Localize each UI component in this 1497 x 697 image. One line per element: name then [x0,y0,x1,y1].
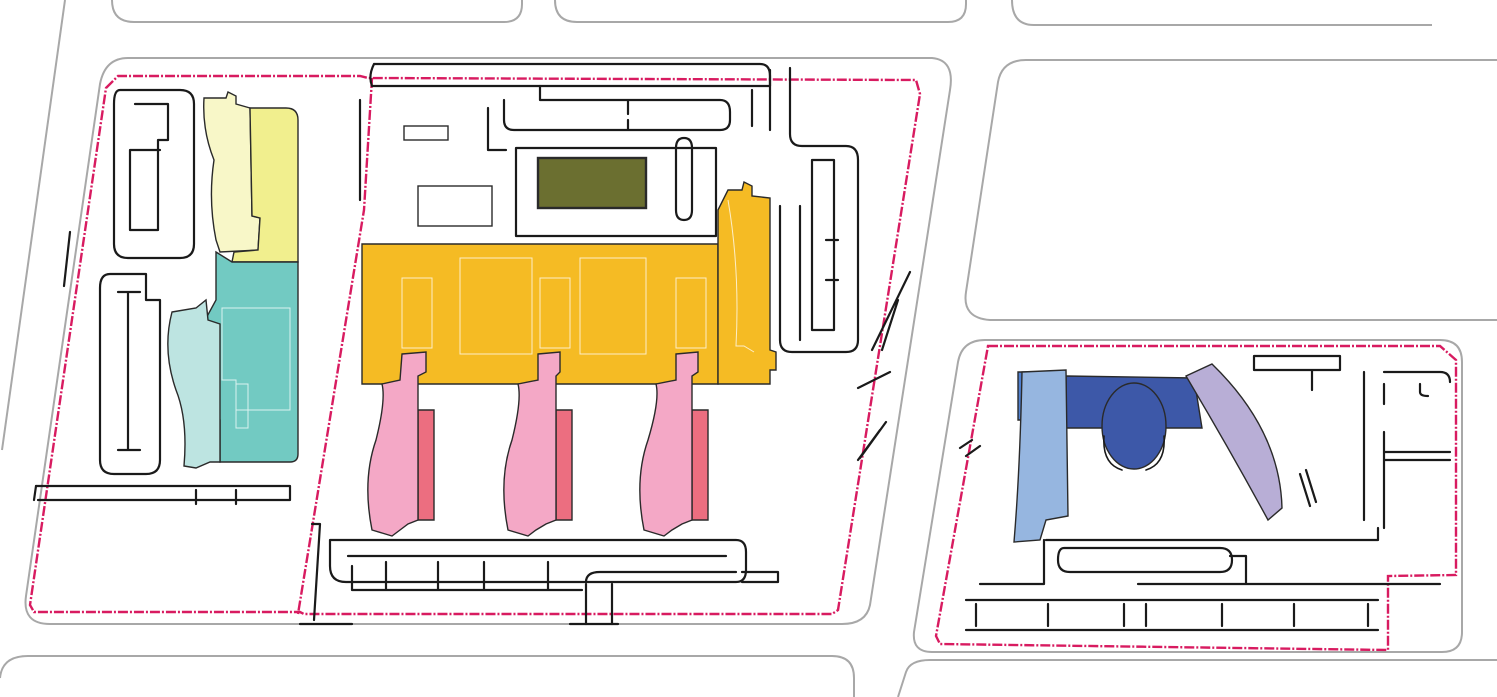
site-boundary-east [934,344,1458,652]
site-boundaries [28,74,1458,652]
east-path-outer [978,526,1442,586]
teal-light-building [167,298,221,469]
central-east-diagonals [740,270,912,584]
podium-room-2 [459,257,533,355]
road-left-edge [1,0,66,451]
west-path-left-spur [32,230,72,502]
site-boundary-divider [296,77,374,615]
internal-paths [32,62,1452,632]
pink-wing-3 [639,351,699,537]
white-outline-building-1 [403,125,449,141]
pink-wing-1-annex [417,409,435,521]
road-block-top-1 [111,0,523,23]
east-path-west [958,438,1318,508]
central-east-ticks [750,68,840,282]
central-loop-east [674,136,694,222]
west-path-loop [112,88,196,260]
west-path-loop-2 [98,272,162,476]
central-north-road [369,62,772,88]
road-block-northeast [964,59,1497,321]
lavender-building [1185,363,1283,522]
blue-dome-ring [1103,435,1165,471]
podium-room-3 [539,277,571,349]
pink-wing-3-annex [691,409,709,521]
orange-tower-outline [727,199,755,353]
podium-room-1 [401,277,433,349]
podium-room-4 [579,257,647,355]
east-path-north [1252,354,1342,392]
central-block-buildings [361,125,777,537]
east-path-loop [1056,546,1234,574]
west-path-inner [128,102,170,232]
west-path-inner-2 [116,290,142,452]
west-path-bottom [34,484,292,506]
orange-podium-inner-outlines [401,257,707,355]
site-boundary-main [28,74,922,616]
teal-building-outline [221,307,291,429]
road-block-east [912,339,1463,653]
pink-wing-2 [503,351,561,537]
blue-light-building [1013,369,1069,543]
road-block-bottom-1 [0,655,855,697]
pink-wing-2-annex [555,409,573,521]
road-block-top-3 [1011,0,1432,26]
central-north-spur [358,98,508,202]
central-south-road [328,538,748,584]
central-parking-loop [514,146,718,238]
central-south-road-2 [346,554,728,592]
central-east-loop [778,66,860,354]
olive-building [536,156,648,210]
east-path-right [1362,370,1452,530]
east-block-buildings [1013,363,1283,543]
central-south-exit [310,522,738,626]
podium-room-5 [675,277,707,349]
road-block-bottom-2 [897,659,1497,697]
orange-tower [717,180,777,385]
road-block-top-2 [554,0,967,23]
yellow-building [231,107,299,263]
west-block-buildings [167,91,299,469]
blue-dome [1101,382,1167,470]
central-north-road-2 [502,84,732,132]
white-outline-building-2 [417,185,493,227]
pink-wing-1 [367,351,427,537]
road-block-main [24,57,952,625]
east-path-bottom [964,598,1380,632]
